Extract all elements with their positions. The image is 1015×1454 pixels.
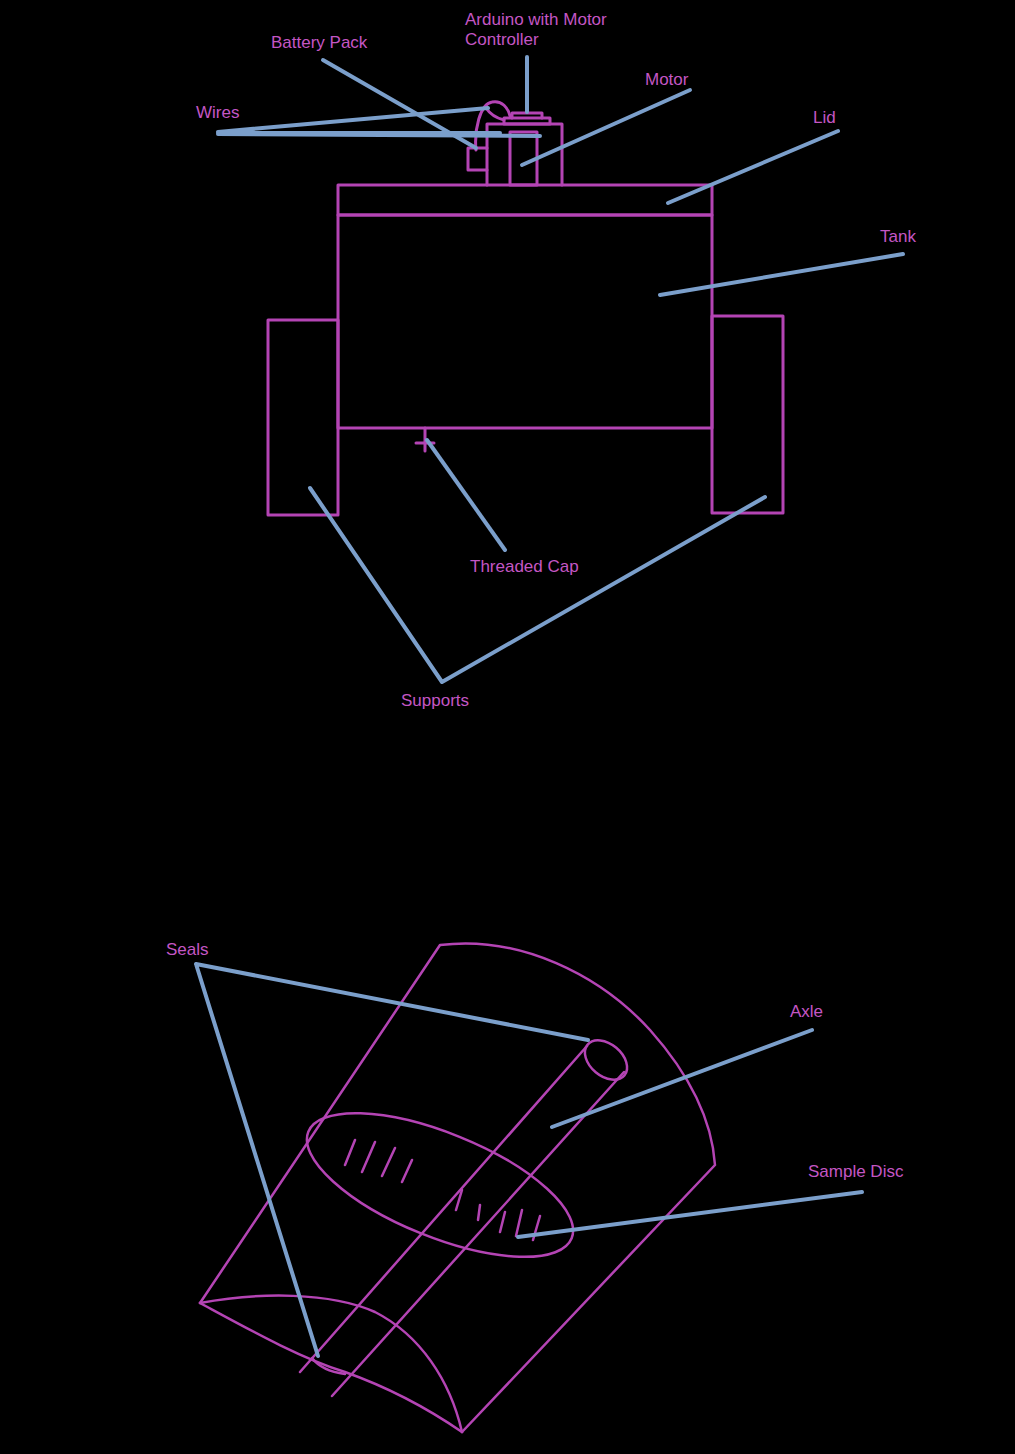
part-label: Supports [401, 691, 469, 711]
axle-outline [300, 1046, 624, 1396]
disc-hatching [345, 1140, 540, 1240]
leader-line [310, 488, 765, 682]
part-label: Wires [196, 103, 239, 123]
seal-mark [312, 1358, 345, 1374]
part-label: Arduino with Motor Controller [465, 10, 630, 50]
support-outline [712, 316, 783, 513]
leader-line [525, 57, 529, 112]
cylinder-outline [200, 943, 715, 1432]
leader-line [427, 440, 505, 550]
part-label: Lid [813, 108, 836, 128]
leader-line [196, 964, 588, 1356]
part-label: Threaded Cap [470, 557, 579, 577]
sample-disc [289, 1084, 591, 1287]
leader-line [522, 90, 690, 165]
tank-outline [338, 215, 712, 428]
leader-lines [196, 57, 903, 1356]
part-label: Tank [880, 227, 916, 247]
part-label: Motor [645, 70, 688, 90]
leader-line [518, 1192, 862, 1237]
leader-line [660, 254, 903, 295]
leader-line [218, 108, 540, 136]
lid-outline [338, 185, 712, 215]
part-label: Seals [166, 940, 209, 960]
leader-line [668, 131, 838, 203]
battery-pack [468, 148, 487, 170]
part-label: Sample Disc [808, 1162, 903, 1182]
part-label: Battery Pack [271, 33, 367, 53]
part-label: Axle [790, 1002, 823, 1022]
cylinder-end [200, 1296, 462, 1432]
sample-chamber-drawing [200, 943, 715, 1432]
cylinder-end [200, 1303, 462, 1432]
leader-line [552, 1030, 812, 1127]
support-outline [268, 320, 338, 515]
